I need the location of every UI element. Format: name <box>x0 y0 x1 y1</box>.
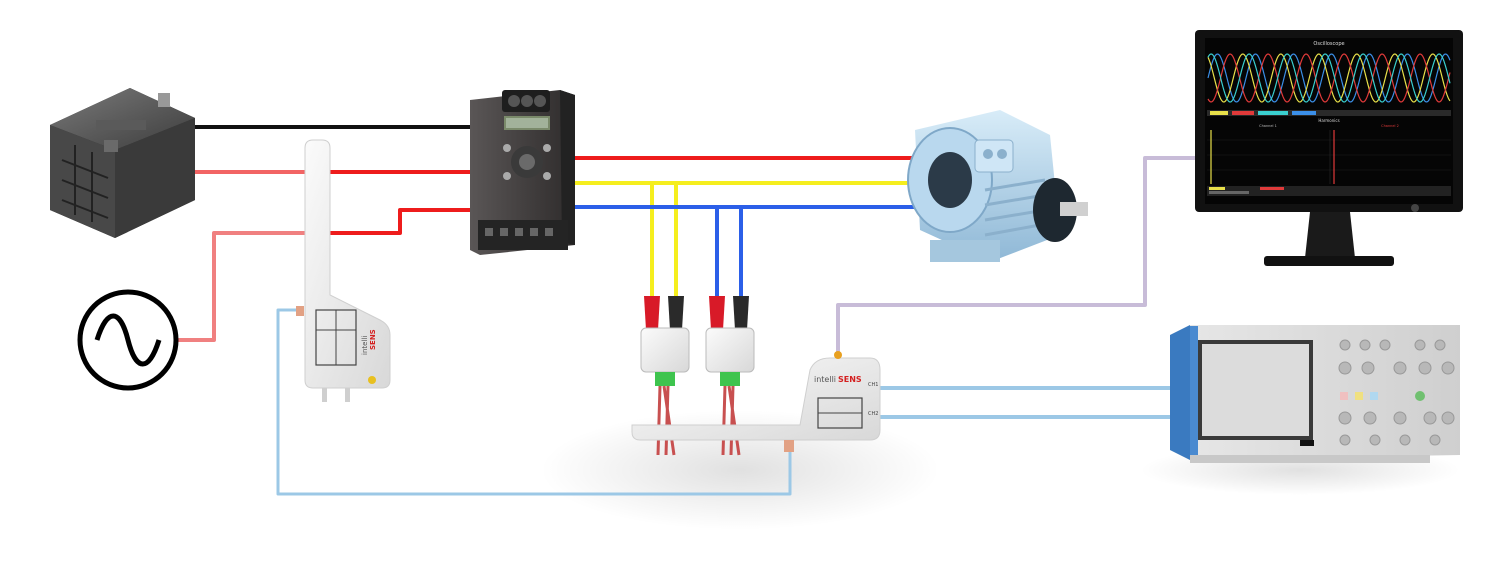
scope-knobs <box>1338 339 1455 446</box>
probe1-yellow-wire-b <box>674 181 702 302</box>
probe2-blue-wire <box>598 205 719 302</box>
frequency-inverter-icon <box>470 90 575 255</box>
screen-top-title: Oscilloscope <box>1313 41 1344 47</box>
sensor-brand-prefix: intelli <box>361 336 369 355</box>
interface-brand-prefix: intelli <box>814 375 836 384</box>
electric-motor-icon <box>907 110 1088 262</box>
usb-cable <box>836 156 1202 362</box>
monitor-icon: Oscilloscope Harmonics Channel 1 Channel… <box>1195 30 1463 266</box>
interface-module-icon: intelli SENS CH1 CH2 <box>631 351 881 452</box>
interface-brand-suffix: SENS <box>838 375 862 384</box>
port-label-ch1: CH1 <box>868 382 878 388</box>
probe1-yellow-wire <box>598 181 654 302</box>
ac-source-icon <box>77 289 179 391</box>
current-sensor-icon: intelli SENS <box>296 139 391 402</box>
voltage-probe-icon <box>640 296 690 456</box>
screen-channel-1: Channel 1 <box>1259 124 1277 128</box>
harmonics-grid <box>1207 130 1451 184</box>
port-label-ch2: CH2 <box>868 411 878 417</box>
oscilloscope-icon <box>1170 325 1460 463</box>
screen-bottom-title: Harmonics <box>1318 118 1339 123</box>
screen-channel-2: Channel 2 <box>1381 124 1399 128</box>
sensor-to-inverter-wire-2 <box>328 208 477 235</box>
battery-icon <box>50 88 195 238</box>
sensor-link-cable <box>276 308 792 496</box>
ac-source-wire <box>176 231 307 342</box>
voltage-probe-icon <box>705 296 755 456</box>
sensor-brand-suffix: SENS <box>369 329 377 350</box>
probe2-blue-wire-b <box>739 205 762 302</box>
wires <box>176 125 1202 496</box>
oscilloscope-waveforms <box>1207 53 1451 103</box>
